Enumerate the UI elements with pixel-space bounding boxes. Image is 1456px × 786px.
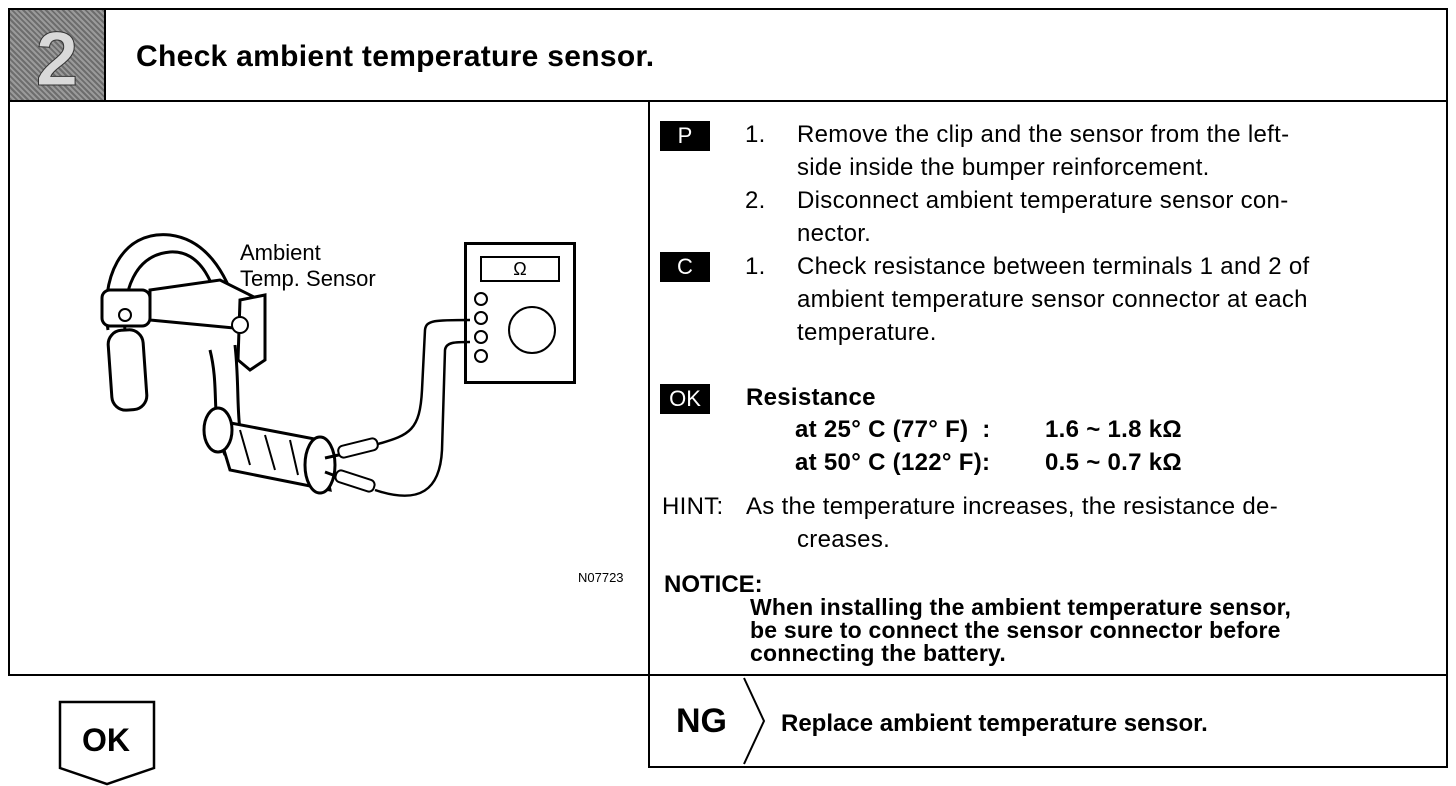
ng-result-label: NG (676, 702, 727, 740)
spec-row1-cond: at 25° C (77° F) : (795, 416, 991, 443)
hint-line2: creases. (797, 526, 891, 553)
step-number-badge: 2 (10, 10, 106, 103)
p-step-2-num: 2. (745, 187, 766, 214)
figure-label-line2: Temp. Sensor (240, 266, 376, 291)
notice-line3: connecting the battery. (750, 640, 1006, 666)
c-step-1-line1: Check resistance between terminals 1 and… (797, 253, 1310, 280)
c-step-1-num: 1. (745, 253, 766, 280)
notice-label: NOTICE: (664, 571, 763, 598)
tag-ok: OK (660, 384, 710, 414)
ohm-symbol: Ω (513, 259, 527, 279)
ng-chevron (743, 677, 766, 765)
ohmmeter-terminals (474, 292, 488, 363)
tag-p: P (660, 121, 710, 151)
notice-body: When installing the ambient temperature … (750, 596, 1291, 665)
step-number: 2 (35, 17, 79, 103)
spec-row1-value: 1.6 ~ 1.8 kΩ (1045, 416, 1182, 443)
p-step-1-line1: Remove the clip and the sensor from the … (797, 121, 1290, 148)
p-step-1-line2: side inside the bumper reinforcement. (797, 154, 1210, 181)
sensor-illustration (100, 233, 471, 497)
ng-result-action: Replace ambient temperature sensor. (781, 710, 1208, 737)
notice-line1: When installing the ambient temperature … (750, 594, 1292, 620)
step-title: Check ambient temperature sensor. (136, 40, 655, 73)
ohmmeter-dial (508, 306, 556, 354)
c-step-1-line2: ambient temperature sensor connector at … (797, 286, 1308, 313)
p-step-1-num: 1. (745, 121, 766, 148)
ok-result-label: OK (82, 722, 130, 758)
ng-result-box (648, 674, 1448, 768)
p-step-2-line1: Disconnect ambient temperature sensor co… (797, 187, 1289, 214)
tag-c: C (660, 252, 710, 282)
figure-id: N07723 (578, 570, 624, 585)
figure-label: Ambient Temp. Sensor (240, 240, 376, 292)
ok-result-badge (58, 700, 156, 786)
p-step-2-line2: nector. (797, 220, 872, 247)
c-step-1-line3: temperature. (797, 319, 937, 346)
hint-line1: As the temperature increases, the resist… (746, 493, 1278, 520)
spec-row2-value: 0.5 ~ 0.7 kΩ (1045, 449, 1182, 476)
ohmmeter-display: Ω (480, 256, 560, 282)
notice-line2: be sure to connect the sensor connector … (750, 617, 1281, 643)
hint-label: HINT: (662, 493, 724, 520)
ohmmeter (464, 242, 576, 384)
figure-label-line1: Ambient (240, 240, 321, 265)
spec-heading: Resistance (746, 384, 876, 411)
spec-row2-cond: at 50° C (122° F): (795, 449, 991, 476)
